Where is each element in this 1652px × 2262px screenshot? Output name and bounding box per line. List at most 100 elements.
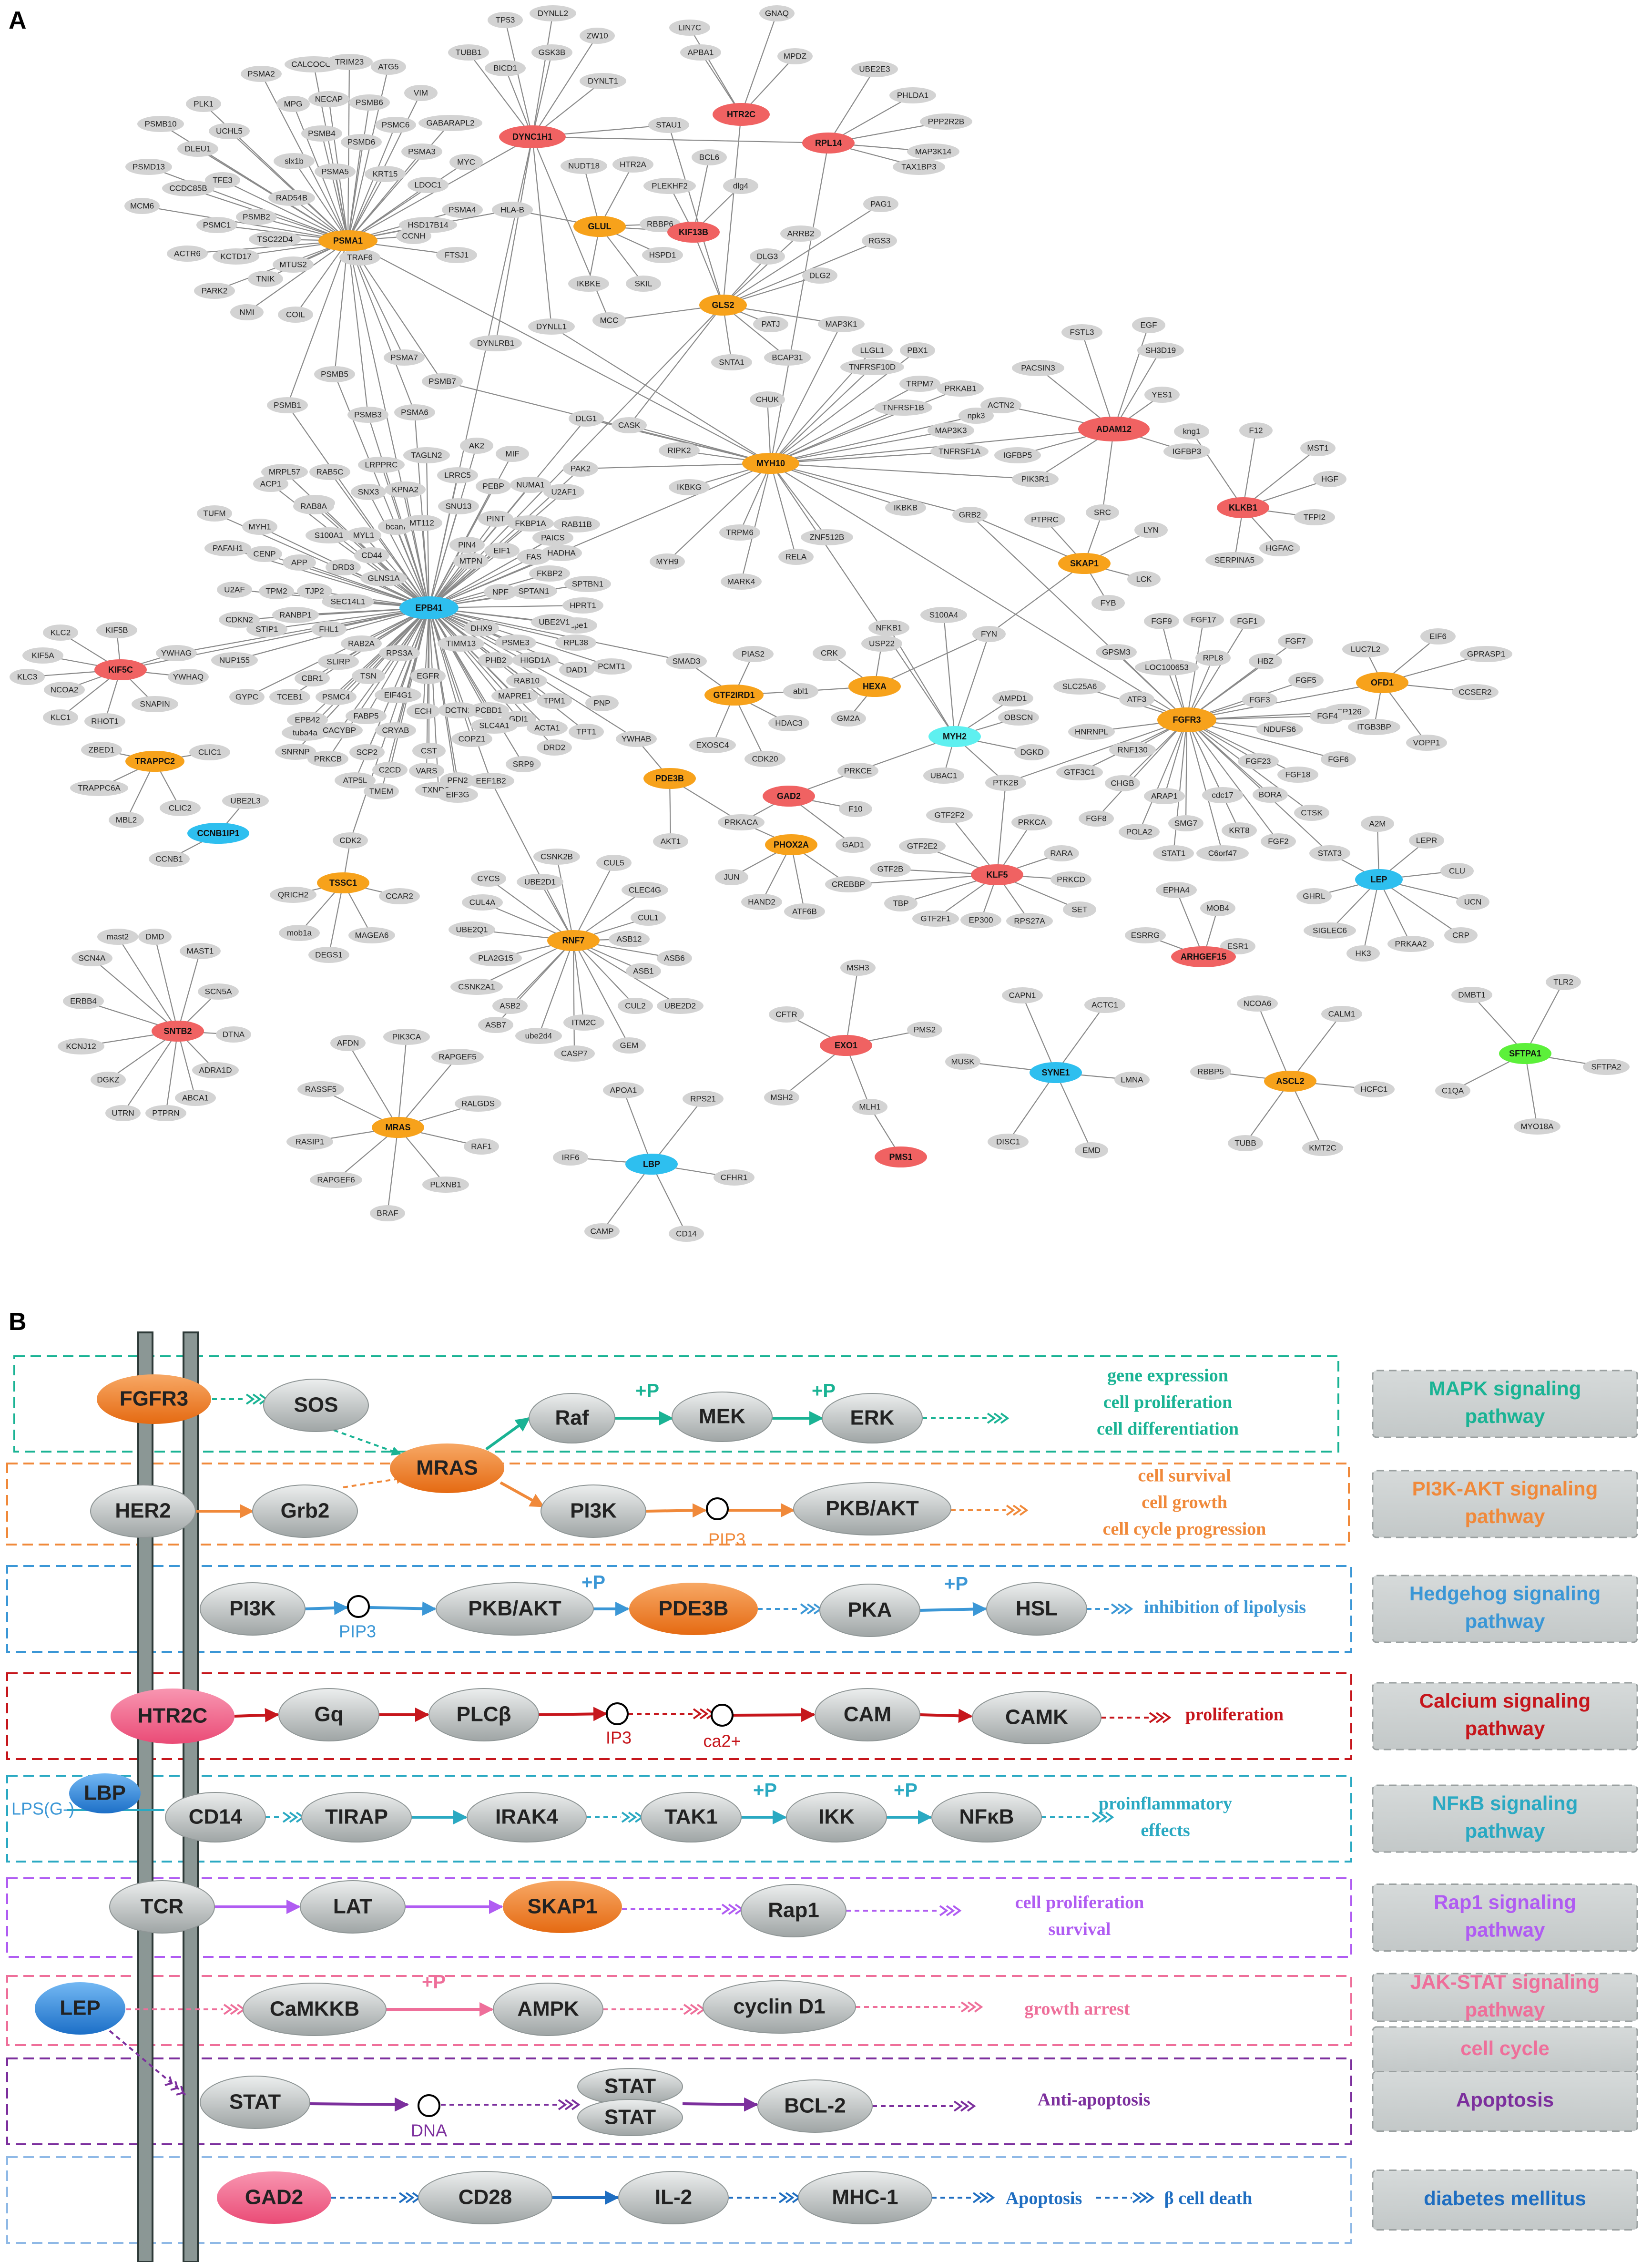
node-label: PRKCB xyxy=(314,754,342,763)
node-label: RHOT1 xyxy=(91,716,119,726)
edge-psma1-uchl5 xyxy=(229,131,348,241)
pathway-node-fgfr3: FGFR3 xyxy=(97,1374,211,1424)
node-label: PSMA3 xyxy=(408,147,436,156)
node-label: UBE2D1 xyxy=(524,877,556,886)
node-pin4: PIN4 xyxy=(449,537,485,553)
node-shape xyxy=(1514,1118,1560,1135)
pathway-node-label: SOS xyxy=(294,1393,338,1417)
node-label: RIPK2 xyxy=(667,446,691,455)
pathway-box-rap1 xyxy=(6,1877,1352,1958)
node-pik3ca: PIK3CA xyxy=(383,1029,430,1045)
node-mcc: MCC xyxy=(592,312,626,328)
node-label: TSC22D4 xyxy=(257,235,293,244)
node-shape xyxy=(348,927,395,943)
edge-epb41-tsn xyxy=(368,607,429,676)
node-dlg4: dlg4 xyxy=(723,178,758,194)
node-dleu1: DLEU1 xyxy=(177,141,218,157)
node-label: PSMB5 xyxy=(321,369,348,379)
pathway-node-hsl: HSL xyxy=(986,1582,1087,1636)
node-shape xyxy=(1068,724,1115,740)
pathway-node-shape xyxy=(793,1482,951,1535)
node-shape xyxy=(750,391,785,408)
pathway-label-text: JAK-STAT signaling xyxy=(1410,1971,1600,1993)
node-ep300: EP300 xyxy=(960,912,1001,928)
node-shape xyxy=(813,645,846,661)
hub-shape xyxy=(1171,946,1236,967)
node-nup155: NUP155 xyxy=(211,652,258,668)
node-label: CD14 xyxy=(676,1229,696,1238)
node-label: SLC25A6 xyxy=(1062,682,1097,691)
node-shape xyxy=(272,607,319,623)
node-label: HBZ xyxy=(1257,656,1274,665)
node-label: SPTAN1 xyxy=(519,586,550,595)
node-shape xyxy=(197,505,232,522)
node-shape xyxy=(1304,922,1356,939)
node-shape xyxy=(384,349,425,366)
node-dynll2: DYNLL2 xyxy=(530,5,576,21)
node-label: ACP1 xyxy=(260,479,281,488)
node-shape xyxy=(71,950,112,966)
node-cul4a: CUL4A xyxy=(462,894,503,911)
node-scp2: SCP2 xyxy=(349,744,385,760)
node-label: MST1 xyxy=(1307,443,1328,452)
node-shape xyxy=(275,744,316,760)
node-label: FABP5 xyxy=(354,711,379,720)
node-shape xyxy=(1420,628,1456,645)
node-shape xyxy=(1222,822,1257,839)
node-kif5a: KIF5A xyxy=(22,647,63,664)
node-prkcd: PRKCD xyxy=(1050,871,1091,888)
edge-sntb2-ptprn xyxy=(165,1031,179,1114)
phosphorylation-sign: +P xyxy=(812,1381,836,1402)
node-label: FHL1 xyxy=(319,624,339,634)
node-shape xyxy=(84,713,125,729)
node-label: IKBKE xyxy=(577,279,601,288)
edge-skap1-grb2 xyxy=(969,514,1085,564)
edge-fgfr3-fgf2 xyxy=(1186,719,1279,842)
node-label: USP22 xyxy=(869,639,895,648)
node-pafah1: PAFAH1 xyxy=(204,540,251,556)
arrow-irak4-tak1 xyxy=(586,1812,644,1823)
node-shape xyxy=(125,159,172,175)
node-shape xyxy=(1183,612,1224,628)
node-shape xyxy=(96,622,137,638)
node-phb2: PHB2 xyxy=(478,652,513,668)
node-rab2a: RAB2A xyxy=(341,635,382,652)
node-kif5b: KIF5B xyxy=(96,622,137,638)
pathway-node-pde3b: PDE3B xyxy=(629,1583,758,1635)
node-cul5: CUL5 xyxy=(596,855,632,871)
edge-psma1-psma5 xyxy=(334,171,349,241)
node-label: PSMB10 xyxy=(144,119,176,128)
node-label: SMG7 xyxy=(1174,819,1197,828)
node-patj: PATJ xyxy=(753,316,788,332)
node-shape xyxy=(531,614,578,630)
node-mtus2: MTUS2 xyxy=(273,256,314,273)
node-u2af1: U2AF1 xyxy=(543,484,584,500)
node-snapin: SNAPIN xyxy=(132,696,178,712)
hub-shape xyxy=(763,786,815,807)
hub-sftpa1: SFTPA1 xyxy=(1499,1043,1551,1064)
node-shape xyxy=(351,484,386,500)
node-ccser2: CCSER2 xyxy=(1452,684,1499,700)
node-shape xyxy=(1288,672,1324,688)
pathway-node-pkbakt-b: PKB/AKT xyxy=(436,1582,594,1636)
node-shape xyxy=(994,447,1041,463)
node-label: EMD xyxy=(1082,1146,1101,1155)
node-shape xyxy=(249,231,301,247)
edge-epb41-psmb1 xyxy=(287,405,429,608)
node-label: SNU13 xyxy=(446,502,472,511)
edge-epb41-ywhag xyxy=(176,607,429,654)
node-label: LIN7C xyxy=(678,23,701,32)
node-label: HSD17B14 xyxy=(408,220,448,229)
edge-fgfr3-smg7 xyxy=(1185,719,1188,824)
pathway-label-box xyxy=(1372,1470,1638,1538)
node-adra1d: ADRA1D xyxy=(192,1062,239,1078)
node-label: GYPC xyxy=(235,692,258,701)
node-ube2v1: UBE2V1 xyxy=(531,614,578,630)
node-shape xyxy=(204,540,251,556)
node-shape xyxy=(1256,721,1303,737)
node-shape xyxy=(648,117,689,133)
node-shape xyxy=(168,669,209,685)
node-label: PSMB6 xyxy=(356,98,383,107)
